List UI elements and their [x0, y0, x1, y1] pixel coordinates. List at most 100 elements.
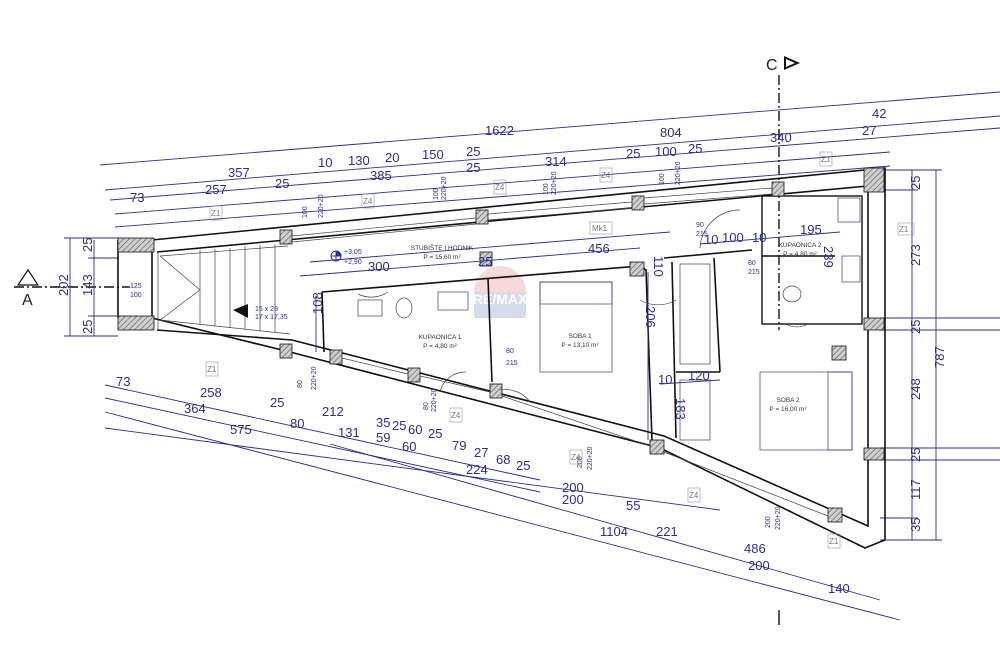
column: [479, 251, 493, 267]
dim-label: 25: [270, 395, 284, 410]
dim-label: 200: [562, 492, 584, 507]
dim-label: 10: [658, 372, 672, 387]
dim-label: 183: [673, 398, 688, 420]
stairs: [159, 244, 291, 335]
room-name-hall: STUBIŠTE I HODNIK: [411, 243, 474, 252]
svg-text:Z4: Z4: [571, 453, 581, 462]
svg-text:143: 143: [80, 274, 95, 296]
bottom-dimension-labels: 73 258 25 212 35 25 60 25 79 27 68 25 36…: [116, 374, 850, 596]
svg-text:215: 215: [748, 269, 760, 276]
svg-text:220+20: 220+20: [318, 194, 325, 218]
dim-label: 804: [660, 125, 682, 140]
sink-2: [841, 255, 861, 283]
dim-label: 60: [402, 439, 416, 454]
svg-text:25: 25: [908, 320, 923, 334]
column: [329, 349, 343, 365]
dim-label: 80: [290, 416, 304, 431]
svg-text:25: 25: [908, 176, 923, 190]
svg-text:25: 25: [80, 238, 95, 252]
bed-1: [539, 281, 613, 373]
dim-label: 73: [130, 190, 144, 205]
svg-text:80: 80: [748, 260, 756, 267]
dim-label: 25: [392, 418, 406, 433]
dim-label: 68: [496, 452, 510, 467]
dim-label: 364: [184, 401, 206, 416]
svg-text:Z1: Z1: [207, 365, 217, 374]
svg-text:A: A: [22, 292, 33, 309]
element-tags: Z1 Z4 Z4 Z4 Z1 Z1 Z1 Z4 Z4 Z4 Z1 Mk1: [205, 151, 915, 549]
dim-label: 25: [626, 146, 640, 161]
column: [649, 439, 665, 455]
svg-text:80: 80: [297, 380, 304, 388]
room-labels: STUBIŠTE I HODNIK P = 15,60 m² KUPAONICA…: [411, 242, 822, 413]
room-name-room2: SOBA 2: [776, 397, 800, 404]
svg-text:202: 202: [56, 274, 71, 296]
dim-label: 130: [348, 153, 370, 168]
right-dimension-chain: 25 273 25 787 248 25 117 35: [880, 169, 1000, 541]
wardrobe-1: [679, 263, 711, 365]
dim-label: 79: [452, 438, 466, 453]
dim-label: 239: [821, 246, 836, 268]
columns: [117, 167, 885, 523]
svg-text:200: 200: [577, 456, 584, 468]
dim-label: 150: [422, 147, 444, 162]
toilet-2: [782, 285, 802, 303]
svg-text:273: 273: [908, 244, 923, 266]
dim-label: 120: [688, 368, 710, 383]
svg-text:Z1: Z1: [829, 537, 839, 546]
watermark: RE/MAX: [473, 266, 528, 318]
svg-text:220+20: 220+20: [587, 446, 594, 470]
svg-text:Z4: Z4: [363, 197, 373, 206]
svg-text:220+20: 220+20: [441, 176, 448, 200]
svg-text:Z1: Z1: [211, 209, 221, 218]
dim-label: 486: [744, 541, 766, 556]
shower-1: [357, 299, 383, 317]
svg-text:Z4: Z4: [495, 183, 505, 192]
room-name-room1: SOBA 1: [568, 333, 592, 340]
dim-label: 257: [205, 182, 227, 197]
svg-text:248: 248: [908, 378, 923, 400]
svg-text:100: 100: [130, 292, 142, 299]
column: [827, 507, 843, 523]
room-area-bath1: P = 4,80 m²: [423, 343, 457, 350]
svg-text:220+20: 220+20: [431, 388, 438, 412]
dim-label: 10: [752, 230, 766, 245]
dim-label: 25: [466, 160, 480, 175]
svg-text:80: 80: [423, 402, 430, 410]
level-marker: +3,05 +2,90: [330, 249, 362, 266]
section-mark-a: A: [14, 268, 130, 309]
room-name-bath2: KUPAONICA 2: [779, 242, 822, 249]
column: [771, 181, 785, 197]
wardrobe-2: [679, 379, 711, 441]
room-area-hall: P = 15,60 m²: [423, 254, 461, 261]
room-area-room1: P = 13,10 m²: [561, 342, 599, 349]
column: [489, 383, 503, 399]
dim-label: 575: [230, 422, 252, 437]
svg-text:RE/MAX: RE/MAX: [473, 291, 528, 307]
dim-label: 221: [656, 524, 678, 539]
dim-label: 59: [376, 430, 390, 445]
dim-label: 195: [800, 222, 822, 237]
svg-text:215: 215: [506, 360, 518, 367]
column: [407, 367, 421, 383]
dim-label: 55: [626, 498, 640, 513]
dim-label: 25: [516, 458, 530, 473]
dim-label: 25: [428, 426, 442, 441]
left-dimension-chain: 25 202 143 25: [56, 238, 118, 337]
dim-label: 300: [368, 259, 390, 274]
dim-label: 340: [770, 130, 792, 145]
svg-text:17 x 17,35: 17 x 17,35: [255, 314, 288, 321]
svg-text:Z4: Z4: [689, 491, 699, 500]
section-mark-c: C: [766, 56, 800, 625]
svg-text:+2,90: +2,90: [344, 259, 362, 266]
svg-text:220+20: 220+20: [551, 171, 558, 195]
dim-label: 456: [588, 241, 610, 256]
dim-label: 140: [828, 581, 850, 596]
svg-text:220+20: 220+20: [775, 506, 782, 530]
dim-label: 10: [704, 232, 718, 247]
column: [831, 345, 847, 361]
column: [863, 167, 885, 193]
column: [279, 343, 293, 359]
svg-text:Z1: Z1: [821, 155, 831, 164]
svg-text:125: 125: [130, 283, 142, 290]
